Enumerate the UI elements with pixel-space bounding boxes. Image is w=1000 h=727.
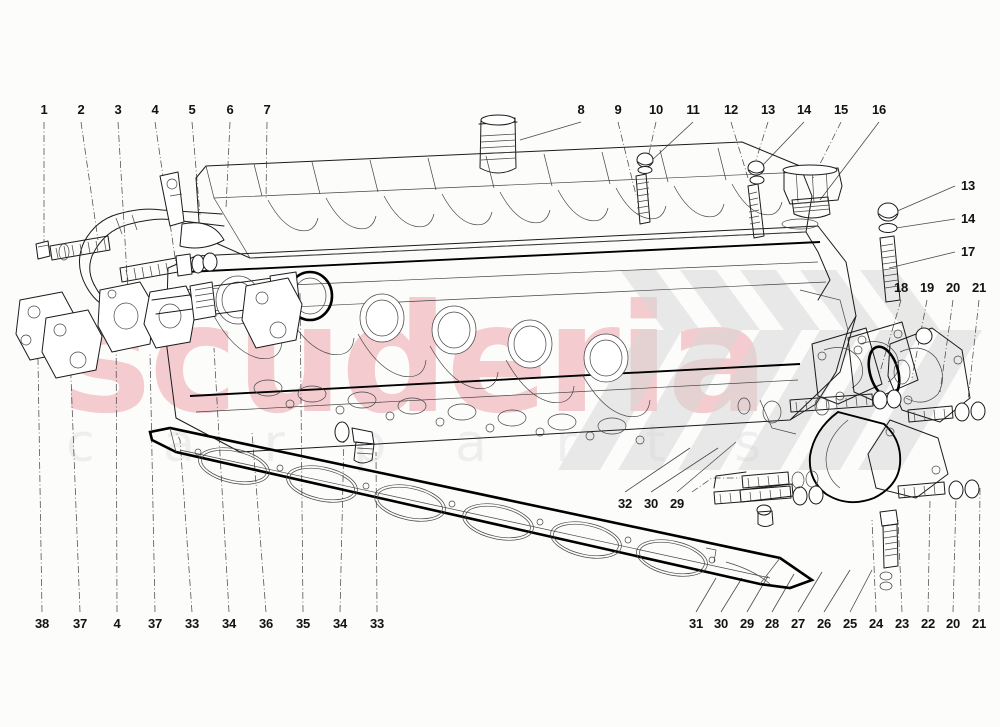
callout-10[interactable]: 10 [648, 102, 664, 117]
stud-assembly-13-14-17 [877, 202, 901, 303]
callout-34-b[interactable]: 34 [332, 616, 348, 631]
cap-plug-14-15-16 [781, 164, 843, 230]
callout-20-right[interactable]: 20 [945, 280, 961, 295]
head-gasket [148, 426, 815, 590]
leader-lines-middle [624, 441, 740, 493]
callout-23[interactable]: 23 [894, 616, 910, 631]
intake-ports [215, 270, 629, 383]
callout-4[interactable]: 4 [151, 102, 159, 117]
coolant-pipe-assembly [15, 171, 303, 379]
callout-11[interactable]: 11 [686, 102, 700, 117]
callout-17[interactable]: 17 [960, 244, 976, 259]
callout-14-top[interactable]: 14 [796, 102, 812, 117]
callout-5[interactable]: 5 [188, 102, 196, 117]
cylinder-head-body [165, 225, 857, 453]
callout-37-a[interactable]: 37 [72, 616, 88, 631]
callout-34-a[interactable]: 34 [221, 616, 237, 631]
callout-38[interactable]: 38 [34, 616, 50, 631]
head-deck-holes [253, 379, 645, 445]
callout-14-right[interactable]: 14 [960, 211, 976, 226]
callout-16[interactable]: 16 [871, 102, 887, 117]
bolts-upper-left [35, 235, 111, 261]
callout-30-bottom[interactable]: 30 [713, 616, 729, 631]
callout-33-b[interactable]: 33 [369, 616, 385, 631]
dowel-bolt-on-gasket [334, 421, 375, 464]
callout-28[interactable]: 28 [764, 616, 780, 631]
vertical-bolt-24 [879, 509, 899, 591]
callout-22[interactable]: 22 [920, 616, 936, 631]
callout-4-bottom[interactable]: 4 [113, 616, 121, 631]
callout-21-bottom[interactable]: 21 [971, 616, 987, 631]
callout-19[interactable]: 19 [919, 280, 935, 295]
callout-2[interactable]: 2 [77, 102, 85, 117]
callout-1[interactable]: 1 [40, 102, 48, 117]
callout-33-a[interactable]: 33 [184, 616, 200, 631]
callout-8[interactable]: 8 [577, 102, 585, 117]
callout-18[interactable]: 18 [893, 280, 909, 295]
filler-tube-part8 [478, 114, 518, 174]
callout-12[interactable]: 12 [723, 102, 739, 117]
stud-middle-29 [741, 470, 819, 489]
callout-25[interactable]: 25 [842, 616, 858, 631]
bolt-31 [756, 504, 774, 527]
callout-3[interactable]: 3 [114, 102, 122, 117]
callout-15[interactable]: 15 [833, 102, 849, 117]
callout-20-bottom[interactable]: 20 [945, 616, 961, 631]
callout-21-right[interactable]: 21 [971, 280, 987, 295]
callout-26[interactable]: 26 [816, 616, 832, 631]
callout-6[interactable]: 6 [226, 102, 234, 117]
leader-lines-right-row [879, 299, 980, 401]
bolts-mid-left [119, 252, 218, 283]
callout-32[interactable]: 32 [617, 496, 633, 511]
stud-assembly-12-13 [747, 160, 765, 239]
callout-30-mid[interactable]: 30 [643, 496, 659, 511]
stud-assembly-9-10-11 [635, 152, 654, 225]
callout-24[interactable]: 24 [868, 616, 884, 631]
callout-29-bottom[interactable]: 29 [739, 616, 755, 631]
right-end-assembly [713, 321, 986, 591]
leader-lines-right [888, 185, 956, 269]
callout-27[interactable]: 27 [790, 616, 806, 631]
callout-13-right[interactable]: 13 [960, 178, 976, 193]
callout-9[interactable]: 9 [614, 102, 622, 117]
callout-31[interactable]: 31 [688, 616, 704, 631]
leader-lines-top-right [519, 121, 880, 201]
callout-29-mid[interactable]: 29 [669, 496, 685, 511]
callout-37-b[interactable]: 37 [147, 616, 163, 631]
callout-36[interactable]: 36 [258, 616, 274, 631]
callout-13-top[interactable]: 13 [760, 102, 776, 117]
leader-lines-top-left [43, 121, 268, 293]
callout-35[interactable]: 35 [295, 616, 311, 631]
leader-lines-bottom-right [695, 485, 981, 613]
callout-7[interactable]: 7 [263, 102, 271, 117]
